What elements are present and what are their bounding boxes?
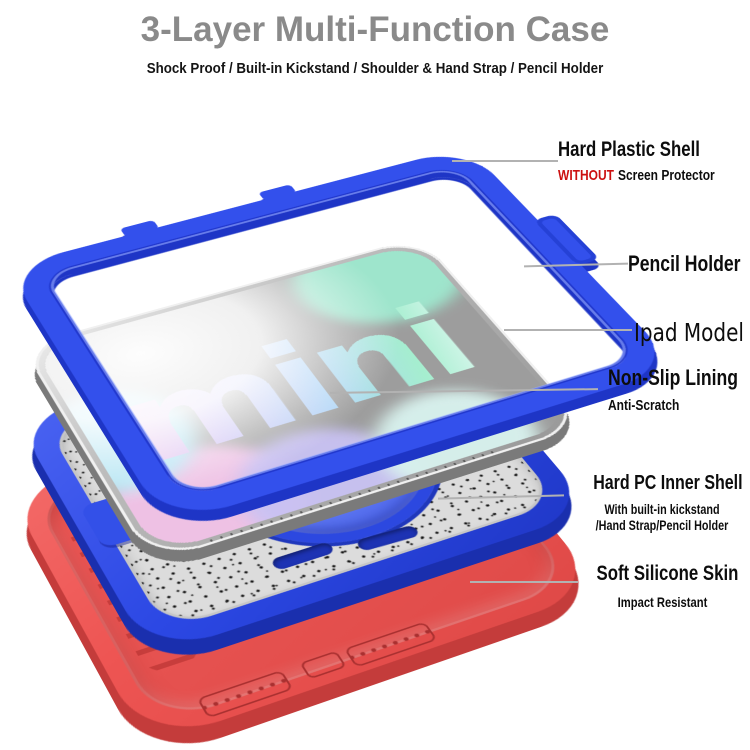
annotation-title: Hard PC Inner Shell xyxy=(593,472,743,494)
page-title: 3-Layer Multi-Function Case xyxy=(140,10,610,49)
annotation-title: Non-Slip Lining xyxy=(608,365,739,390)
annotation-title: Pencil Holder xyxy=(628,251,741,276)
page-subtitle: Shock Proof / Built-in Kickstand / Shoul… xyxy=(146,61,604,77)
annotation-pencil-holder: Pencil Holder xyxy=(628,251,750,277)
annotation-subtext: Anti-Scratch xyxy=(608,397,680,414)
annotation-title: Hard Plastic Shell xyxy=(558,138,700,161)
annotation-subtext-rest: Screen Protector xyxy=(617,167,715,184)
annotation-subtext: Impact Resistant xyxy=(617,594,708,610)
frame-clip-tab xyxy=(258,184,297,201)
annotation-title: Ipad Model xyxy=(634,318,744,347)
annotation-emphasis: WITHOUT xyxy=(558,167,614,184)
leader-line-soft-silicone-skin xyxy=(470,581,578,583)
annotation-non-slip-lining: Non-Slip Lining Anti-Scratch xyxy=(608,365,750,414)
leader-line-hard-plastic-shell xyxy=(452,160,558,162)
annotation-soft-silicone-skin: Soft Silicone Skin Impact Resistant xyxy=(580,562,745,610)
annotation-subtext-line2: /Hand Strap/Pencil Holder xyxy=(595,518,729,533)
annotation-ipad-model: Ipad Model xyxy=(634,318,750,347)
annotation-title: Soft Silicone Skin xyxy=(596,562,739,585)
case-layer-stack: mini xyxy=(6,146,680,746)
frame-clip-tab xyxy=(119,220,160,238)
leader-line-ipad-model xyxy=(504,329,632,331)
annotation-subtext: With built-in kickstand xyxy=(604,502,720,517)
annotation-hard-pc-inner-shell: Hard PC Inner Shell With built-in kickst… xyxy=(576,472,748,533)
